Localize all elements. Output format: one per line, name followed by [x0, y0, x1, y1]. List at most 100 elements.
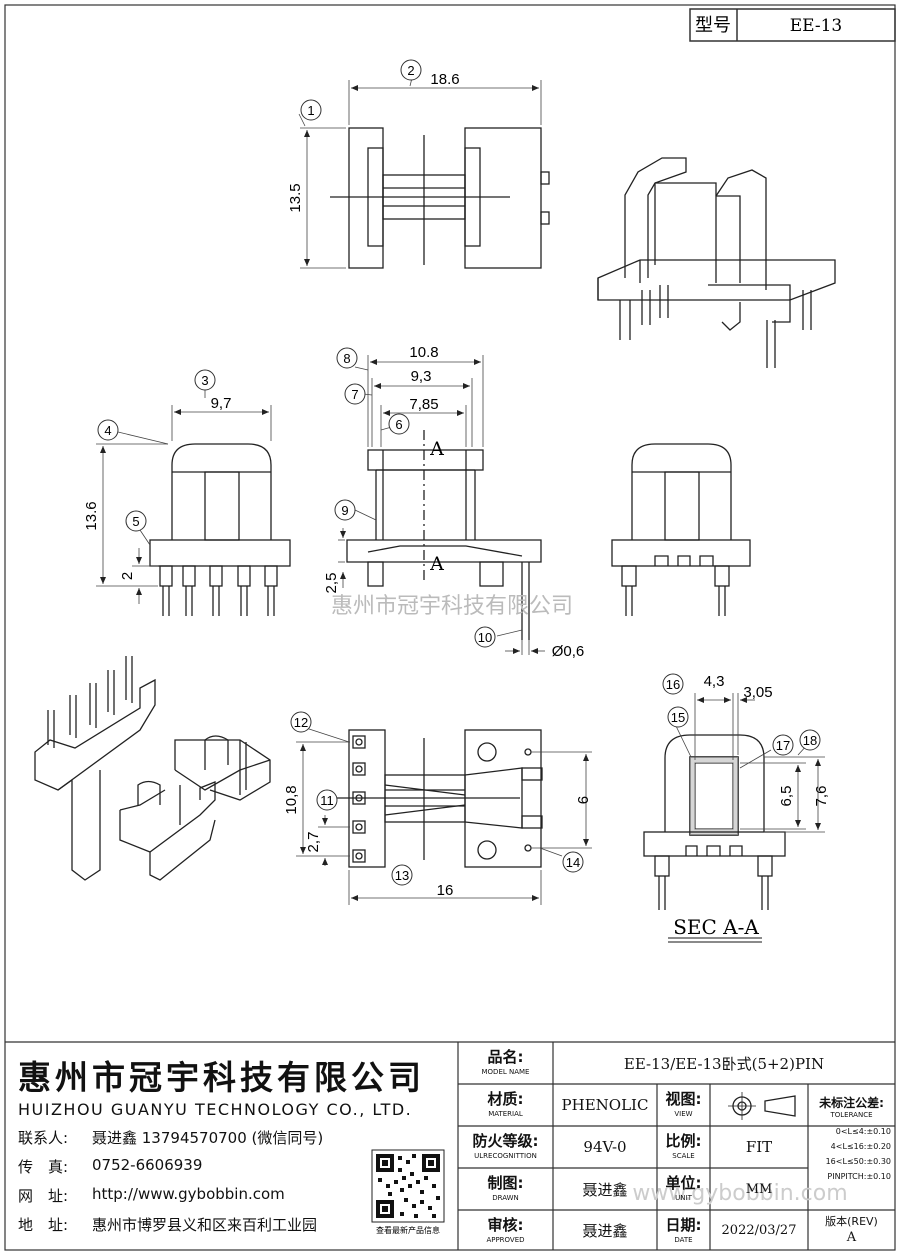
dim-9-7: 9,7	[211, 395, 232, 412]
qr-code-icon	[371, 1149, 445, 1223]
dim-10-8-bottom: 10,8	[283, 785, 300, 814]
material-value: PHENOLIC	[561, 1096, 649, 1114]
tolerance-1: 0<L≤4:±0.10	[835, 1127, 891, 1136]
product-name-label: 品名:	[487, 1048, 524, 1066]
dim-diameter: Ø0,6	[552, 643, 585, 660]
svg-text:16: 16	[666, 677, 680, 692]
approved-value: 聂进鑫	[582, 1221, 628, 1240]
unit-en: UNIT	[675, 1194, 692, 1202]
date-label: 日期:	[665, 1216, 702, 1234]
svg-text:2: 2	[407, 63, 414, 78]
web-value[interactable]: http://www.gybobbin.com	[92, 1185, 285, 1203]
svg-text:18: 18	[803, 733, 817, 748]
company-name-cn: 惠州市冠宇科技有限公司	[18, 1058, 425, 1097]
callout-9: 9	[334, 499, 356, 521]
product-name-value: EE-13/EE-13卧式(5+2)PIN	[623, 1054, 825, 1073]
top-view-dims	[298, 77, 542, 269]
revision-value: A	[846, 1230, 857, 1245]
fire-en: ULRECOGNITTION	[474, 1152, 537, 1160]
bottom-view-dims	[296, 727, 592, 905]
callout-5: 5	[125, 510, 147, 532]
callout-8: 8	[336, 347, 358, 369]
side-view-dims	[338, 355, 545, 655]
callout-1: 1	[300, 99, 322, 121]
section-view	[643, 734, 786, 910]
material-en: MATERIAL	[488, 1110, 523, 1118]
dim-2: 2	[119, 572, 136, 580]
section-marker-top: A	[429, 438, 444, 460]
svg-text:6: 6	[395, 417, 402, 432]
svg-text:11: 11	[320, 793, 334, 808]
svg-text:14: 14	[566, 855, 580, 870]
approved-en: APPROVED	[486, 1236, 525, 1244]
web-label: 网 址:	[18, 1187, 69, 1205]
svg-text:5: 5	[132, 514, 139, 529]
callouts: 1 2 3 4 5 6 7 8 9 10 11 12 13 14 15 16 1…	[97, 59, 821, 886]
dim-2-5: 2,5	[323, 573, 340, 594]
drawn-label: 制图:	[487, 1174, 524, 1192]
fire-value: 94V-0	[583, 1138, 627, 1156]
side-view	[346, 430, 542, 640]
fire-label: 防火等级:	[472, 1132, 539, 1150]
model-value: EE-13	[790, 16, 843, 36]
approved-label: 审核:	[487, 1216, 524, 1234]
callout-11: 11	[316, 789, 338, 811]
date-en: DATE	[674, 1236, 693, 1244]
unit-label: 单位:	[665, 1174, 702, 1192]
drawn-value: 聂进鑫	[582, 1180, 628, 1199]
dim-13-5: 13.5	[287, 183, 304, 212]
dim-18-6: 18.6	[430, 71, 459, 88]
unit-value: MM	[745, 1181, 773, 1197]
svg-text:10: 10	[478, 630, 492, 645]
top-view	[330, 127, 550, 269]
view-en: VIEW	[674, 1110, 693, 1118]
rear-view	[611, 443, 751, 616]
qr-caption: 查看最新产品信息	[376, 1225, 440, 1235]
dim-7-85: 7,85	[409, 396, 438, 413]
iso-view-top	[597, 157, 836, 368]
section-marker-bottom: A	[429, 553, 444, 575]
title-block-grid	[5, 1041, 895, 1250]
address-label: 地 址:	[18, 1216, 69, 1234]
dim-2-7: 2,7	[305, 832, 322, 853]
dim-7-6: 7,6	[813, 786, 830, 807]
svg-text:17: 17	[776, 738, 790, 753]
front-view	[149, 443, 291, 616]
header-box: 型号 EE-13	[689, 8, 896, 42]
callout-18: 18	[799, 729, 821, 751]
callout-10: 10	[474, 626, 496, 648]
view-label: 视图:	[665, 1090, 702, 1108]
section-view-dims	[668, 693, 825, 943]
material-label: 材质:	[487, 1090, 524, 1108]
dim-16: 16	[437, 882, 454, 899]
product-name-en: MODEL NAME	[481, 1068, 530, 1076]
svg-text:9: 9	[341, 503, 348, 518]
svg-text:3: 3	[201, 373, 208, 388]
tolerance-label: 未标注公差:	[819, 1096, 884, 1110]
model-label: 型号	[695, 15, 731, 36]
tolerance-4: PINPITCH:±0.10	[827, 1172, 891, 1181]
dim-3-05: 3,05	[743, 684, 772, 701]
revision-label: 版本(REV)	[825, 1215, 878, 1228]
scale-header: 比例: SCALE	[657, 1130, 710, 1160]
date-value: 2022/03/27	[721, 1222, 797, 1238]
svg-text:4: 4	[104, 423, 111, 438]
callout-15: 15	[667, 706, 689, 728]
section-label: SEC A-A	[673, 915, 759, 939]
callout-4: 4	[97, 419, 119, 441]
material-header: 材质: MATERIAL	[458, 1088, 553, 1118]
date-header: 日期: DATE	[657, 1214, 710, 1244]
dim-9: 9	[574, 796, 591, 804]
callout-7: 7	[344, 383, 366, 405]
projection-symbol-icon	[728, 1092, 796, 1120]
callout-3: 3	[194, 369, 216, 391]
svg-text:8: 8	[343, 351, 350, 366]
product-name-header: 品名: MODEL NAME	[458, 1046, 553, 1076]
svg-text:15: 15	[671, 710, 685, 725]
callout-12: 12	[290, 711, 312, 733]
tolerance-en: TOLERANCE	[830, 1111, 873, 1119]
iso-view-bottom	[34, 656, 271, 881]
front-view-dims	[96, 390, 272, 604]
scale-value: FIT	[745, 1138, 773, 1156]
